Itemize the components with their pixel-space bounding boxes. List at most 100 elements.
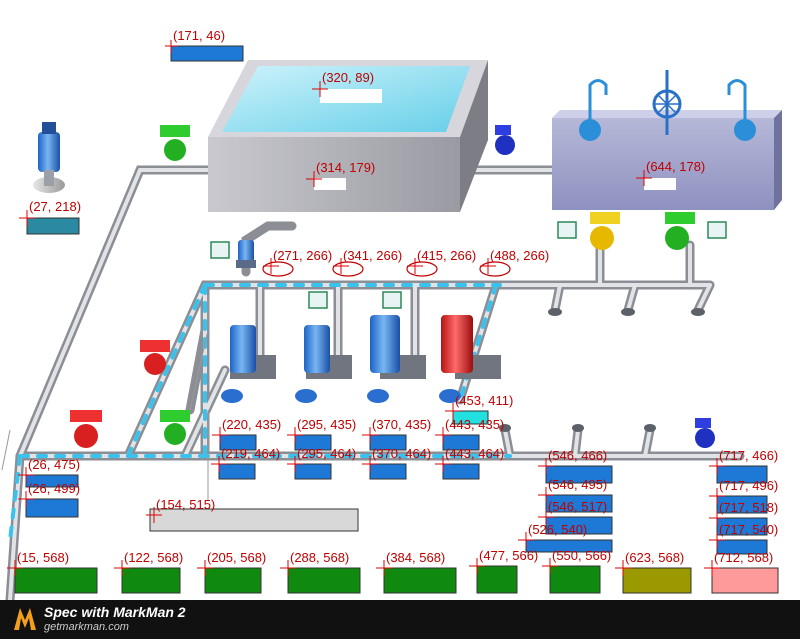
svg-text:(384, 568): (384, 568) xyxy=(386,550,445,565)
marker-717-518: (717, 518) xyxy=(709,500,778,526)
marker-27-218: (27, 218) xyxy=(19,199,81,226)
marker-295-435: (295, 435) xyxy=(287,417,356,443)
marker-546-517: (546, 517) xyxy=(538,499,607,525)
svg-text:(314, 179): (314, 179) xyxy=(316,160,375,175)
gate-valve-green-2 xyxy=(665,212,695,250)
marker-271-266: (271, 266) xyxy=(263,248,332,274)
guide-lines xyxy=(1,295,209,500)
box-644-178 xyxy=(644,178,676,190)
marker-443-435: (443, 435) xyxy=(435,417,504,443)
marker-443-464: (443, 464) xyxy=(435,446,504,472)
pipe-network xyxy=(5,165,745,600)
marker-320-89: (320, 89) xyxy=(312,70,374,97)
pump-3 xyxy=(367,315,426,403)
pump-2 xyxy=(295,325,352,403)
svg-text:(219, 464): (219, 464) xyxy=(221,446,280,461)
marker-220-435: (220, 435) xyxy=(212,417,281,443)
pump-motors xyxy=(221,315,501,403)
svg-text:(717, 466): (717, 466) xyxy=(719,448,778,463)
marker-623-568: (623, 568) xyxy=(615,550,684,576)
marker-171-46: (171, 46) xyxy=(165,28,225,53)
marker-154-515: (154, 515) xyxy=(146,497,215,523)
operator-icons xyxy=(210,221,727,309)
marker-712-568: (712, 568) xyxy=(704,550,773,576)
marker-295-464: (295, 464) xyxy=(287,446,356,472)
markman-logo-icon xyxy=(14,608,36,630)
box-320-89 xyxy=(320,89,382,103)
marker-717-496: (717, 496) xyxy=(709,478,778,504)
svg-text:(15, 568): (15, 568) xyxy=(17,550,69,565)
marker-644-178: (644, 178) xyxy=(636,159,705,186)
settling-basin xyxy=(552,70,782,210)
svg-text:(26, 499): (26, 499) xyxy=(28,481,80,496)
scada-diagram: (171, 46) (320, 89) (314, 179) (644, 178… xyxy=(1,28,782,600)
footer-url[interactable]: getmarkman.com xyxy=(44,621,129,633)
svg-text:(623, 568): (623, 568) xyxy=(625,550,684,565)
svg-text:(443, 464): (443, 464) xyxy=(445,446,504,461)
svg-text:(154, 515): (154, 515) xyxy=(156,497,215,512)
marker-546-495: (546, 495) xyxy=(538,477,607,503)
markman-footer: Spec with MarkMan 2 getmarkman.com xyxy=(0,600,800,639)
svg-text:(295, 464): (295, 464) xyxy=(297,446,356,461)
marker-717-466: (717, 466) xyxy=(709,448,778,474)
svg-text:(644, 178): (644, 178) xyxy=(646,159,705,174)
svg-text:(205, 568): (205, 568) xyxy=(207,550,266,565)
svg-text:(488, 266): (488, 266) xyxy=(490,248,549,263)
svg-text:(341, 266): (341, 266) xyxy=(343,248,402,263)
svg-text:(717, 540): (717, 540) xyxy=(719,522,778,537)
marker-26-499: (26, 499) xyxy=(18,481,80,507)
submersible-pump xyxy=(33,122,65,193)
svg-text:(370, 435): (370, 435) xyxy=(372,417,431,432)
valves xyxy=(70,125,715,448)
gate-valve-red-2 xyxy=(70,410,102,448)
svg-text:(712, 568): (712, 568) xyxy=(714,550,773,565)
marker-219-464: (219, 464) xyxy=(211,446,280,472)
level-bar-154-515 xyxy=(149,508,359,532)
svg-text:(453, 411): (453, 411) xyxy=(455,393,513,408)
svg-text:(122, 568): (122, 568) xyxy=(124,550,183,565)
marker-341-266: (341, 266) xyxy=(333,248,402,274)
gate-valve-red xyxy=(140,340,170,375)
marker-415-266: (415, 266) xyxy=(407,248,476,274)
svg-text:(171, 46): (171, 46) xyxy=(173,28,225,43)
coordinate-markers: (171, 46) (320, 89) (314, 179) (644, 178… xyxy=(7,28,778,576)
gate-valve-green xyxy=(160,125,190,161)
marker-288-568: (288, 568) xyxy=(280,550,349,576)
small-blue-pump xyxy=(236,240,256,268)
marker-370-435: (370, 435) xyxy=(362,417,431,443)
marker-384-568: (384, 568) xyxy=(376,550,445,576)
marker-717-540: (717, 540) xyxy=(709,522,778,548)
marker-526-540: (526, 540) xyxy=(518,522,587,548)
value-boxes xyxy=(14,45,779,594)
pump-4-running xyxy=(439,315,501,403)
svg-text:(477, 566): (477, 566) xyxy=(479,548,538,563)
gate-valve-green-3 xyxy=(160,410,190,445)
svg-text:(220, 435): (220, 435) xyxy=(222,417,281,432)
marker-370-464: (370, 464) xyxy=(362,446,431,472)
svg-text:(546, 495): (546, 495) xyxy=(548,477,607,492)
svg-text:(370, 464): (370, 464) xyxy=(372,446,431,461)
marker-15-568: (15, 568) xyxy=(7,550,69,576)
svg-text:(271, 266): (271, 266) xyxy=(273,248,332,263)
svg-text:(526, 540): (526, 540) xyxy=(528,522,587,537)
box-27-218 xyxy=(26,217,80,235)
gate-valve-blue xyxy=(495,125,515,155)
svg-text:(27, 218): (27, 218) xyxy=(29,199,81,214)
marker-550-566: (550, 566) xyxy=(542,548,611,574)
marker-314-179: (314, 179) xyxy=(306,160,375,187)
marker-205-568: (205, 568) xyxy=(197,550,266,576)
valve-ovals xyxy=(262,261,511,277)
svg-text:(443, 435): (443, 435) xyxy=(445,417,504,432)
svg-text:(717, 518): (717, 518) xyxy=(719,500,778,515)
svg-text:(26, 475): (26, 475) xyxy=(28,457,80,472)
marker-488-266: (488, 266) xyxy=(480,248,549,274)
marker-546-466: (546, 466) xyxy=(538,448,607,474)
svg-text:(320, 89): (320, 89) xyxy=(322,70,374,85)
box-314-179 xyxy=(314,178,346,190)
footer-brand: Spec with MarkMan 2 xyxy=(44,604,186,620)
gate-valve-blue-2 xyxy=(695,418,715,448)
marker-453-411: (453, 411) xyxy=(445,393,513,419)
svg-text:(288, 568): (288, 568) xyxy=(290,550,349,565)
svg-text:(295, 435): (295, 435) xyxy=(297,417,356,432)
svg-text:(415, 266): (415, 266) xyxy=(417,248,476,263)
